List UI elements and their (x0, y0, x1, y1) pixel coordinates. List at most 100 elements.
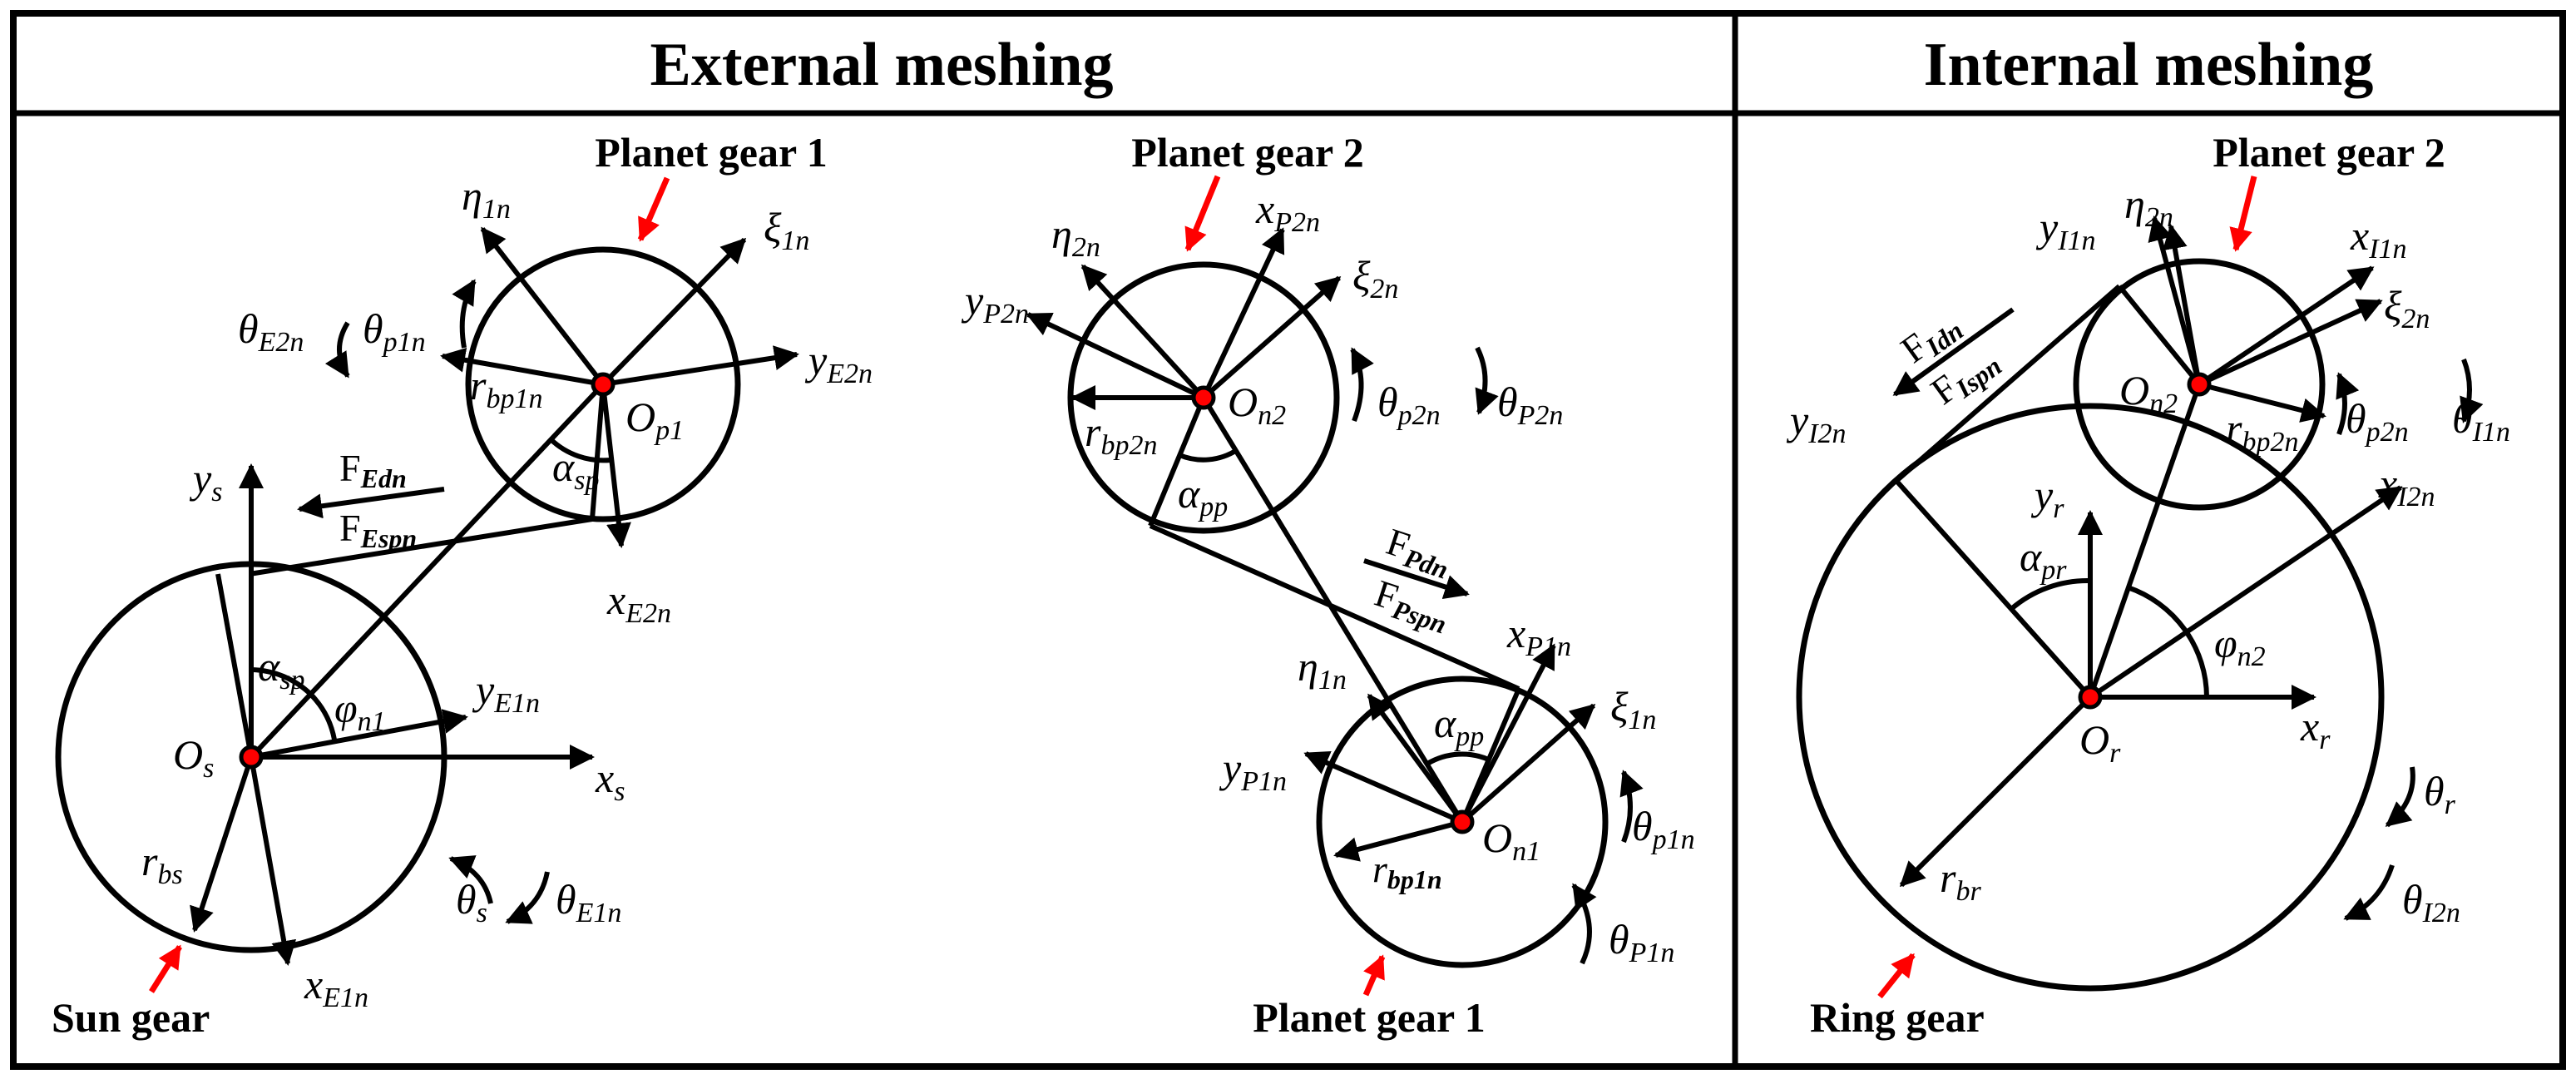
sun-pointer (149, 944, 182, 993)
symbol-theta-r: θr (2424, 768, 2456, 820)
yE2n-axis (602, 345, 799, 387)
symbol-r-br: rbr (1940, 854, 1981, 907)
xi1n-axis-b (1461, 703, 1596, 824)
eta2n-axis-a (1080, 264, 1206, 400)
planet1-top-pointer (637, 176, 670, 242)
symbol-y-s: ys (189, 455, 222, 507)
symbol-alpha-pr: αpr (2020, 533, 2067, 586)
symbol-x-E1n: xE1n (304, 961, 368, 1013)
symbol-O-n2-ext: On2 (1228, 379, 1286, 431)
symbol-x-P1n: xP1n (1506, 610, 1571, 662)
planet2-center-dot (1191, 385, 1216, 410)
symbol-theta-I2n: θI2n (2402, 876, 2460, 928)
planet2-int-base-radius (2117, 285, 2202, 386)
label-planet-gear2-int: Planet gear 2 (2213, 129, 2445, 176)
symbol-phi-n2: φn2 (2214, 620, 2266, 672)
xP2n-axis (1201, 227, 1285, 399)
theta-p1n-rotation-arrow-a (452, 279, 477, 349)
symbol-y-E2n: yE2n (804, 337, 873, 389)
symbol-y-I2n: yI2n (1786, 397, 1847, 449)
symbol-theta-s: θs (456, 876, 487, 928)
symbol-r-bp1n: rbp1n (470, 362, 542, 414)
theta-I1n-rotation-arrow (2460, 358, 2484, 423)
xi1n-axis-a (601, 237, 747, 387)
planet2-base-radius (1148, 396, 1206, 527)
planet1-bottom-pointer (1362, 954, 1386, 997)
symbol-O-r: Or (2079, 716, 2121, 769)
planet2-planet1-action-line (1149, 523, 1520, 691)
symbol-x-P2n: xP2n (1255, 186, 1320, 238)
xE2n-axis (601, 384, 631, 548)
symbol-O-n1: On1 (1482, 814, 1540, 867)
symbol-y-E1n: yE1n (472, 666, 540, 719)
symbol-r-bp2n-int: rbp2n (2226, 405, 2298, 458)
planet2-internal-center-dot (2187, 372, 2212, 397)
symbol-theta-P1n: θP1n (1609, 916, 1674, 968)
xE1n-axis (249, 756, 297, 966)
symbol-eta-2n-b: η2n (2124, 181, 2173, 233)
ring-pointer (1877, 953, 1916, 999)
label-planet-gear1-bottom: Planet gear 1 (1253, 994, 1486, 1041)
planet2-planet1-center-line (1201, 396, 1465, 824)
rbp1n-arrow-a (440, 347, 604, 387)
force-I-arrow (1892, 307, 2015, 397)
ring-base-radius (1894, 478, 2093, 700)
xi2n-axis-b (2198, 299, 2383, 387)
sun-planet1-group (55, 176, 799, 993)
theta-E2n-rotation-arrow (324, 321, 350, 379)
symbol-xi-2n: ξ2n (1352, 252, 1398, 304)
force-E-arrow (297, 487, 445, 519)
symbol-alpha-sp-sun: αsp (258, 643, 304, 695)
alpha-pp-arc-planet2 (1178, 448, 1239, 463)
symbol-theta-p2n-int: θp2n (2346, 395, 2409, 448)
theta-p1n-rotation-arrow-b (1619, 770, 1644, 844)
ring-planet2-group (1796, 176, 2484, 999)
symbol-alpha-pp-planet2: αpp (1178, 470, 1228, 522)
symbol-y-r: yr (2030, 472, 2064, 524)
eta2n-axis-b (2162, 224, 2202, 385)
planet1-gear-circle (465, 246, 741, 522)
xI1n-axis (2198, 265, 2375, 387)
xi2n-axis-a (1202, 275, 1342, 400)
planet1-bottom-center-dot (1450, 809, 1475, 834)
symbol-r-bp2n-ext: rbp2n (1085, 408, 1157, 461)
symbol-phi-n1: φn1 (334, 685, 386, 737)
ring-planet2-center-line (2088, 384, 2202, 698)
symbol-x-I2n: xI2n (2378, 460, 2435, 512)
header-internal: Internal meshing (1924, 31, 2374, 99)
header-external: External meshing (650, 31, 1113, 99)
symbol-F-Espn: FEspn (339, 507, 417, 553)
ring-center-dot (2078, 685, 2103, 710)
theta-p2n-rotation-arrow-a (1350, 347, 1374, 423)
symbol-O-s: Os (173, 731, 214, 784)
yP1n-axis (1303, 751, 1464, 824)
theta-p2n-rotation-arrow-b (2336, 372, 2360, 436)
symbol-theta-p1n: θp1n (363, 305, 426, 358)
symbol-y-I1n: yI1n (2035, 204, 2096, 256)
symbol-O-n2-int: On2 (2119, 367, 2178, 419)
symbol-theta-p2n-ext: θp2n (1377, 379, 1441, 431)
theta-P1n-rotation-arrow (1571, 883, 1597, 965)
symbol-x-I1n: xI1n (2350, 212, 2407, 265)
planet2-internal-gear-circle (2073, 258, 2326, 511)
eta1n-axis-b (1367, 693, 1465, 824)
rbr-arrow (1899, 695, 2093, 888)
planet2-pointer (1184, 175, 1221, 252)
symbol-r-bp1n-b: rbp1n (1372, 848, 1442, 894)
symbol-y-P1n: yP1n (1219, 745, 1287, 797)
rbp1n-arrow-b (1333, 819, 1463, 862)
label-sun-gear: Sun gear (52, 994, 210, 1041)
sun-planet1-action-line (249, 517, 593, 577)
symbol-xi-1n-b: ξ1n (1610, 683, 1656, 735)
symbol-alpha-sp-planet1: αsp (552, 443, 599, 496)
frame (10, 10, 2566, 1070)
symbol-eta-1n: η1n (462, 172, 511, 225)
symbol-x-r: xr (2300, 703, 2331, 755)
phi-n1-arc (309, 692, 337, 740)
symbol-y-P2n: yP2n (961, 277, 1029, 329)
phi-n2-arc (2127, 585, 2209, 698)
symbol-eta-1n-b: η1n (1298, 643, 1347, 695)
xP1n-axis (1460, 643, 1556, 824)
rbs-arrow (190, 756, 254, 933)
